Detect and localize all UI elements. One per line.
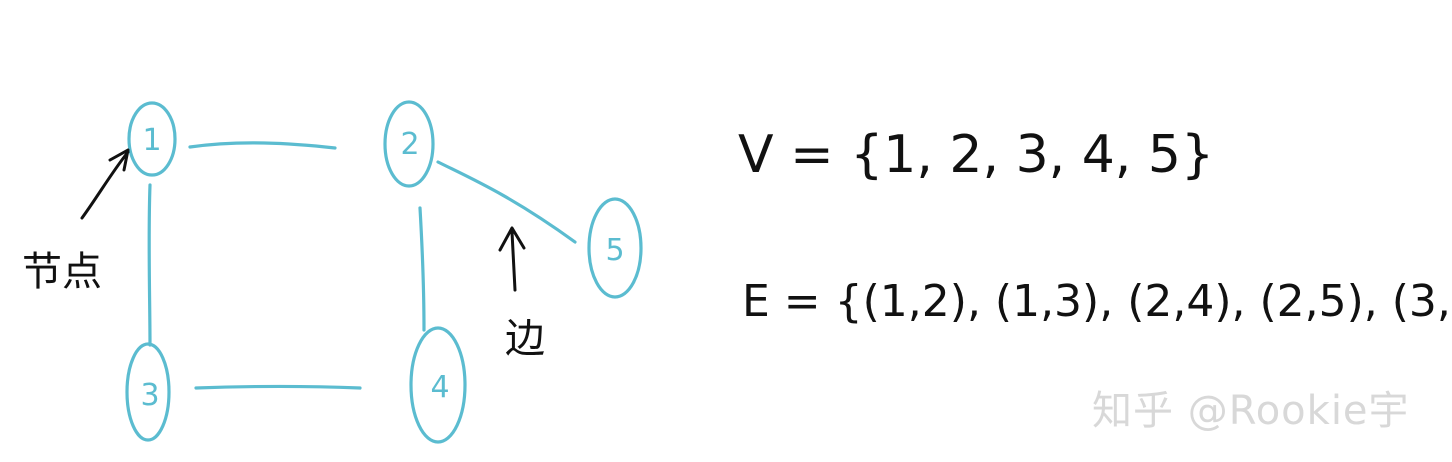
edge-annotation-arrow [498, 226, 526, 292]
edge-set-formula: E = {(1,2), (1,3), (2,4), (2,5), (3,4)} [742, 276, 1452, 327]
edge-1-3 [147, 183, 152, 347]
watermark: 知乎 @Rookie宇 [1092, 388, 1410, 434]
vertex-annotation-text: 节点 [22, 249, 102, 295]
node-2 [383, 100, 435, 188]
vertex-set-formula: V = {1, 2, 3, 4, 5} [738, 125, 1214, 185]
node-1 [127, 101, 177, 177]
node-3-label: 3 [140, 378, 159, 413]
node-4-label: 4 [430, 370, 449, 405]
edge-2-5 [436, 160, 577, 244]
edge-3-4 [194, 384, 362, 390]
node-2-label: 2 [400, 127, 419, 162]
edge-2-4 [418, 206, 426, 332]
node-3 [125, 342, 171, 442]
node-1-label: 1 [142, 123, 161, 158]
edge-1-2 [188, 141, 337, 150]
vertex-annotation-arrow [80, 148, 130, 220]
node-5 [587, 197, 643, 299]
edge-annotation-text: 边 [505, 316, 545, 362]
node-5-label: 5 [605, 233, 624, 268]
node-4 [409, 326, 467, 444]
